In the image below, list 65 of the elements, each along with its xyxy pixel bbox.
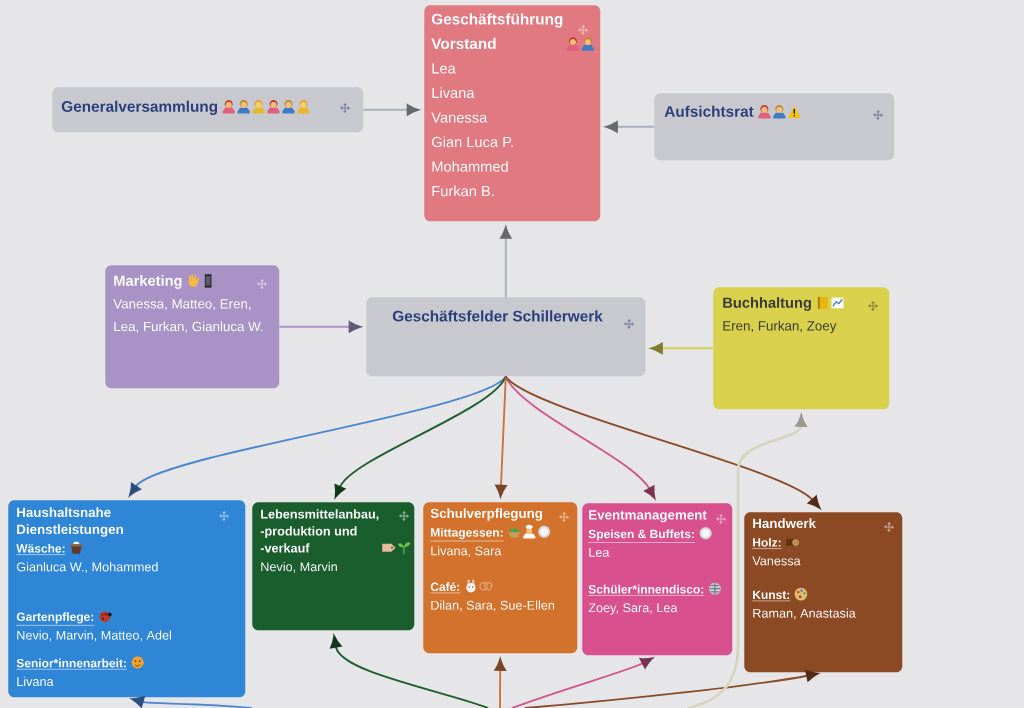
- card: [424, 5, 601, 222]
- card: [744, 512, 903, 673]
- card: [654, 93, 895, 161]
- arrow: [495, 376, 507, 498]
- arrow: [363, 103, 420, 116]
- card: [713, 287, 890, 410]
- section-heading: Holz:: [752, 537, 782, 549]
- section-heading: Café:: [430, 582, 461, 594]
- name-list: Dilan, Sara, Sue-Ellen: [431, 600, 555, 612]
- name-list: Nevio, Marvin: [261, 561, 337, 573]
- name-list: Nevio, Marvin, Matteo, Adel: [17, 630, 171, 642]
- name-list: Zoey, Sara, Lea: [588, 603, 678, 615]
- section-heading: Kunst:: [752, 590, 791, 602]
- arrow: [605, 120, 655, 133]
- card: [423, 502, 578, 654]
- box-title: Generalversammlung: [61, 100, 218, 115]
- box-title: Marketing: [114, 275, 182, 289]
- box-title: Geschäftsfelder Schillerwerk: [392, 310, 603, 322]
- arrow: [505, 376, 656, 499]
- name-list: Vanessa, Matteo, Eren, Lea, Furkan, Gianluca W.: [113, 299, 263, 333]
- arrow: [505, 376, 821, 509]
- arrow: [687, 415, 807, 708]
- box-title: Haushaltsnahe Dienstleistungen: [17, 507, 123, 537]
- arrow: [129, 376, 507, 497]
- person-name: Mohammed: [432, 160, 508, 172]
- arrow: [511, 657, 653, 708]
- box-title: Schulverpflegung: [430, 508, 542, 521]
- arrow: [334, 376, 507, 498]
- section-heading: Gartenpflege:: [16, 612, 95, 626]
- person-name: Gian Luca P.: [432, 136, 513, 148]
- card: [582, 503, 733, 656]
- section-heading: Mittagessen:: [430, 527, 504, 542]
- box-title: Handwerk: [753, 518, 816, 529]
- name-list: Lea: [589, 548, 610, 557]
- name-list: Raman, Anastasia: [753, 608, 856, 620]
- card: [105, 265, 280, 389]
- person-name: Vanessa: [431, 112, 488, 123]
- box-title: Lebensmittelanbau, -produktion und -verkauf: [260, 509, 379, 553]
- arrow: [650, 342, 714, 355]
- box-title: Geschäftsführung Vorstand: [431, 13, 563, 50]
- name-list: Eren, Furkan, Zoey: [723, 320, 837, 334]
- section-heading: Wäsche:: [16, 543, 66, 555]
- arrow: [499, 226, 512, 298]
- arrow: [524, 670, 819, 708]
- card: [366, 297, 646, 377]
- card: [252, 502, 415, 631]
- name-list: Livana, Sara: [431, 546, 502, 557]
- arrow: [131, 696, 253, 708]
- card: [8, 500, 246, 698]
- box-title: Buchhaltung: [723, 297, 811, 311]
- arrow: [279, 320, 362, 333]
- arrow: [330, 635, 489, 708]
- person-name: Lea: [432, 63, 456, 74]
- person-name: Livana: [432, 87, 475, 99]
- name-list: Livana: [17, 676, 54, 687]
- box-title: Aufsichtsrat: [664, 105, 754, 117]
- name-list: Vanessa: [752, 556, 801, 566]
- section-heading: Speisen & Buffets:: [588, 529, 696, 543]
- section-heading: Senior*innenarbeit:: [16, 658, 128, 670]
- box-title: Eventmanagement: [589, 510, 707, 523]
- section-heading: Schüler*innendisco:: [588, 584, 705, 596]
- card: [52, 87, 364, 133]
- arrow: [494, 658, 506, 708]
- name-list: Gianluca W., Mohammed: [16, 562, 158, 573]
- person-name: Furkan B.: [432, 185, 494, 197]
